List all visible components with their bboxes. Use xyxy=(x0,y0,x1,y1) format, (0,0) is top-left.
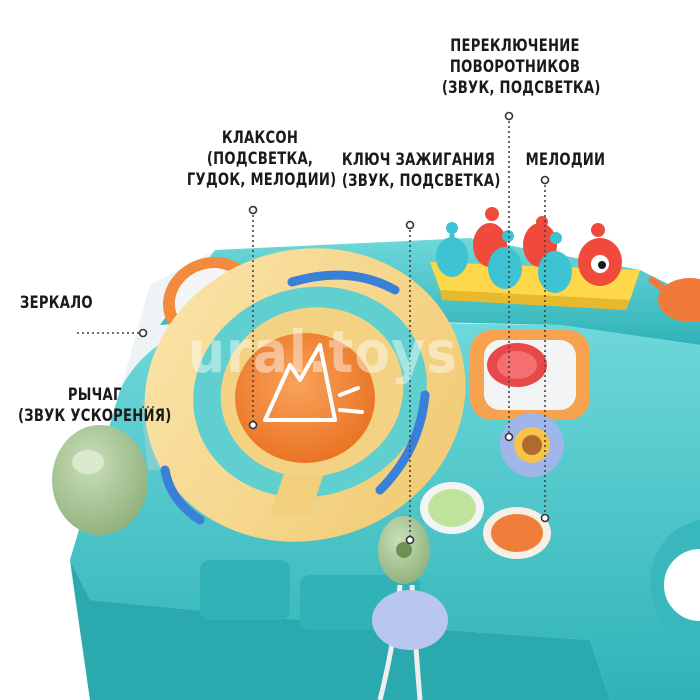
crab-figure xyxy=(648,276,700,322)
watermark: ural.toys xyxy=(188,318,458,386)
purple-button[interactable] xyxy=(372,590,448,650)
melody-button-fox[interactable] xyxy=(483,507,551,559)
callout-dots xyxy=(138,111,550,545)
mole-figures xyxy=(436,207,622,293)
label-horn: КЛАКСОН (ПОДСВЕТКА, ГУДОК, МЕЛОДИИ) xyxy=(186,128,337,190)
horn-button[interactable] xyxy=(235,333,375,463)
label-ignition: КЛЮЧ ЗАЖИГАНИЯ (ЗВУК, ПОДСВЕТКА) xyxy=(341,150,501,191)
turn-signal-switch[interactable] xyxy=(487,343,547,387)
melody-button-flower[interactable] xyxy=(500,413,564,477)
side-clock xyxy=(650,520,700,650)
label-lever: РЫЧАГ (ЗВУК УСКОРЕНИЯ) xyxy=(18,385,172,426)
music-button[interactable] xyxy=(420,482,484,534)
label-turn-signals: ПЕРЕКЛЮЧЕНИЕ ПОВОРОТНИКОВ (ЗВУК, ПОДСВЕТ… xyxy=(441,36,601,98)
label-mirror: ЗЕРКАЛО xyxy=(20,293,93,313)
callout-lines xyxy=(77,116,546,540)
label-melodies: МЕЛОДИИ xyxy=(525,150,606,170)
